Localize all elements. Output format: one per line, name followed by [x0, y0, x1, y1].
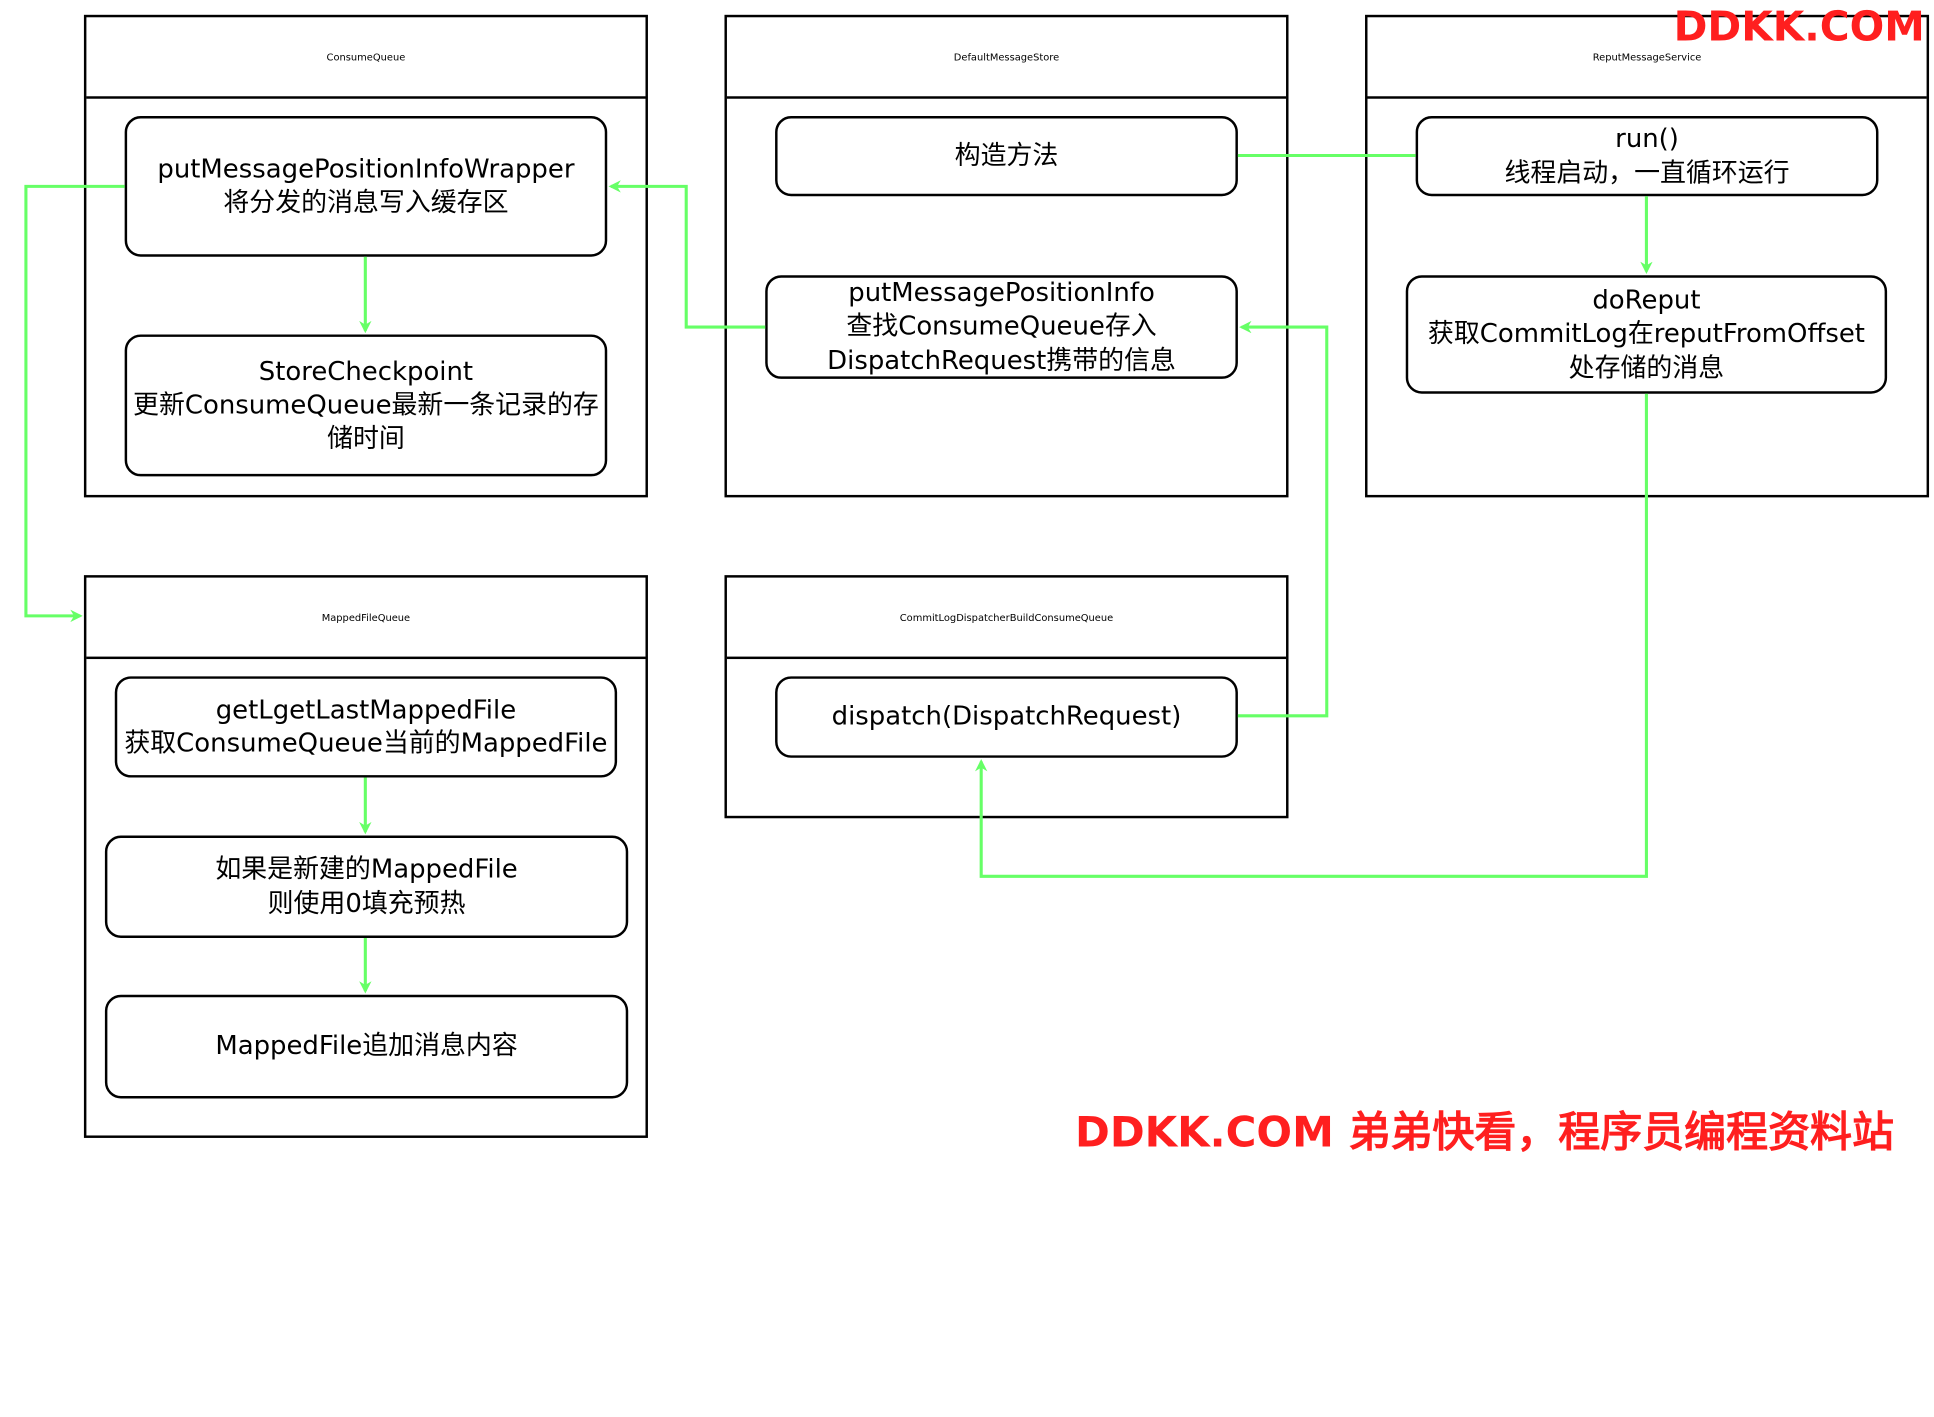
- reput-message-service-title: ReputMessageService: [1367, 17, 1927, 99]
- default-message-store-title: DefaultMessageStore: [726, 17, 1287, 99]
- store-checkpoint-desc-line1: 更新ConsumeQueue最新一条记录的存: [133, 389, 599, 420]
- mapped-file-queue-title: MappedFileQueue: [86, 578, 646, 660]
- store-checkpoint-node[interactable]: StoreCheckpoint 更新ConsumeQueue最新一条记录的存 储…: [124, 334, 608, 477]
- append-message-node[interactable]: MappedFile追加消息内容: [104, 994, 629, 1099]
- new-file-line2: 则使用0填充预热: [267, 888, 466, 918]
- do-reput-name: doReput: [1592, 285, 1701, 315]
- append-label: MappedFile追加消息内容: [215, 1030, 518, 1061]
- do-reput-desc-line2: 处存储的消息: [1568, 352, 1725, 383]
- put-info-name: putMessagePositionInfo: [848, 277, 1155, 308]
- do-reput-node[interactable]: doReput 获取CommitLog在reputFromOffset 处存储的…: [1405, 275, 1888, 394]
- put-message-position-info-node[interactable]: putMessagePositionInfo 查找ConsumeQueue存入 …: [765, 275, 1238, 379]
- dispatch-label: dispatch(DispatchRequest): [831, 701, 1182, 732]
- watermark-top: DDKK.COM: [1673, 2, 1925, 51]
- do-reput-desc-line1: 获取CommitLog在reputFromOffset: [1427, 318, 1865, 349]
- constructor-label: 构造方法: [954, 140, 1059, 171]
- get-last-name: getLgetLastMappedFile: [215, 694, 517, 725]
- put-info-desc-line2: DispatchRequest携带的信息: [827, 345, 1176, 375]
- store-checkpoint-name: StoreCheckpoint: [258, 356, 474, 386]
- get-last-desc: 获取ConsumeQueue当前的MappedFile: [124, 728, 608, 758]
- reput-message-service-class: ReputMessageService: [1365, 14, 1930, 498]
- run-node[interactable]: run() 线程启动，一直循环运行: [1415, 116, 1879, 197]
- put-message-position-info-wrapper-node[interactable]: putMessagePositionInfoWrapper 将分发的消息写入缓存…: [124, 116, 608, 257]
- constructor-node[interactable]: 构造方法: [775, 116, 1238, 197]
- run-desc: 线程启动，一直循环运行: [1504, 157, 1790, 187]
- get-last-mapped-file-node[interactable]: getLgetLastMappedFile 获取ConsumeQueue当前的M…: [114, 676, 618, 778]
- run-name: run(): [1615, 123, 1679, 154]
- new-mapped-file-node[interactable]: 如果是新建的MappedFile 则使用0填充预热: [104, 835, 629, 938]
- watermark-bottom: DDKK.COM 弟弟快看，程序员编程资料站: [1074, 1108, 1894, 1158]
- store-checkpoint-desc-line2: 储时间: [327, 423, 405, 454]
- new-file-line1: 如果是新建的MappedFile: [215, 854, 518, 884]
- consume-queue-title: ConsumeQueue: [86, 17, 646, 99]
- dispatch-node[interactable]: dispatch(DispatchRequest): [775, 676, 1238, 758]
- put-wrapper-name: putMessagePositionInfoWrapper: [157, 153, 575, 184]
- dispatcher-title: CommitLogDispatcherBuildConsumeQueue: [726, 578, 1287, 660]
- put-wrapper-desc: 将分发的消息写入缓存区: [223, 187, 509, 218]
- default-message-store-class: DefaultMessageStore: [724, 14, 1289, 498]
- put-info-desc-line1: 查找ConsumeQueue存入: [846, 311, 1157, 342]
